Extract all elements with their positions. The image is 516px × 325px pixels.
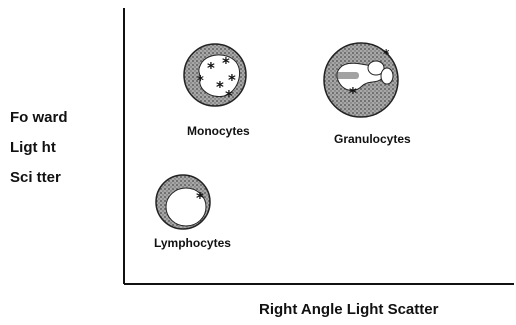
svg-text:*: * — [222, 54, 230, 72]
svg-text:*: * — [349, 84, 357, 102]
svg-text:*: * — [196, 189, 204, 207]
y-axis-label-line-2: Ligt ht — [10, 133, 110, 163]
svg-text:*: * — [225, 87, 233, 105]
svg-text:*: * — [216, 78, 224, 96]
y-axis-label-line-1: Fo ward — [10, 103, 110, 133]
x-axis-label: Right Angle Light Scatter — [259, 301, 438, 318]
svg-text:*: * — [197, 74, 204, 89]
svg-text:*: * — [207, 59, 215, 77]
y-axis-label: Fo ward Ligt ht Sci tter — [10, 103, 110, 193]
lymphocytes-label: Lymphocytes — [154, 236, 231, 250]
lymphocyte-cell-icon: * — [156, 175, 210, 229]
y-axis-label-line-3: Sci tter — [10, 163, 110, 193]
granulocytes-label: Granulocytes — [334, 132, 411, 146]
monocyte-cell-icon: * * * * * * — [184, 44, 246, 106]
monocytes-label: Monocytes — [187, 124, 250, 138]
svg-text:*: * — [383, 47, 390, 61]
granulocyte-cell-icon: * * — [324, 43, 398, 117]
